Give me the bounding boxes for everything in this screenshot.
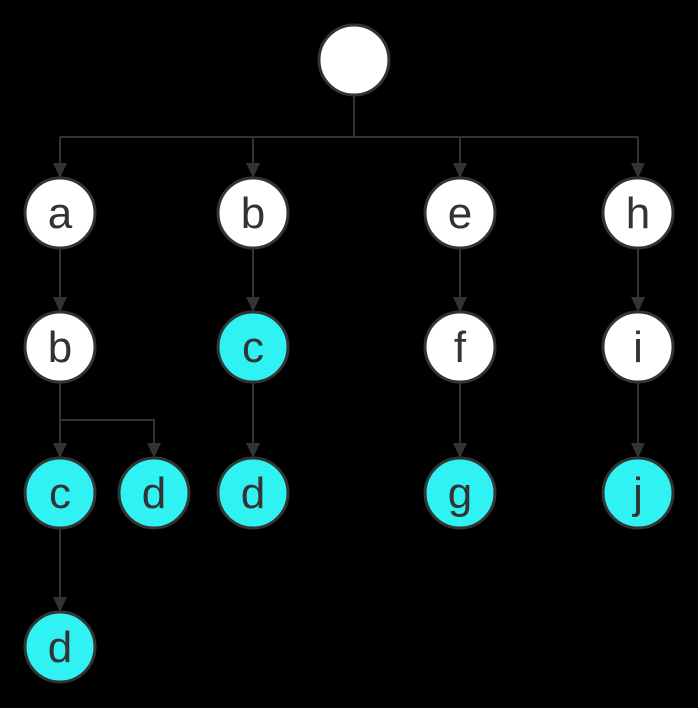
tree-node-d3: d <box>23 610 97 684</box>
node-circle-highlighted <box>216 310 290 384</box>
tree-node-root <box>317 23 391 97</box>
node-circle-highlighted <box>23 610 97 684</box>
arrowhead-h-i <box>631 297 645 312</box>
node-label: c <box>49 469 71 518</box>
arrowhead-e-f <box>453 297 467 312</box>
node-label: d <box>48 623 72 672</box>
node-circle <box>601 176 675 250</box>
node-label: f <box>454 323 467 372</box>
arrowhead-b2-d1 <box>147 443 161 458</box>
node-circle <box>317 23 391 97</box>
tree-node-d1: d <box>117 456 191 530</box>
tree-node-i: i <box>601 310 675 384</box>
node-circle-highlighted <box>216 456 290 530</box>
node-circle <box>216 176 290 250</box>
tree-node-e: e <box>423 176 497 250</box>
tree-nodes: a b e h b c f i c d d g j d <box>23 23 675 684</box>
tree-node-b2: b <box>23 310 97 384</box>
node-label: b <box>48 323 72 372</box>
tree-node-c1: c <box>216 310 290 384</box>
tree-node-b1: b <box>216 176 290 250</box>
node-circle <box>23 310 97 384</box>
node-label: d <box>142 469 166 518</box>
node-label: a <box>48 189 73 238</box>
node-label: i <box>633 323 643 372</box>
node-circle <box>601 310 675 384</box>
tree-node-g: g <box>423 456 497 530</box>
node-label: h <box>626 189 650 238</box>
tree-edges <box>53 95 645 612</box>
node-circle-highlighted <box>117 456 191 530</box>
node-circle <box>23 176 97 250</box>
arrowhead-c1-d2 <box>246 443 260 458</box>
node-label: j <box>631 469 643 518</box>
arrowhead-c2-d3 <box>53 597 67 612</box>
tree-node-h: h <box>601 176 675 250</box>
arrowhead-f-g <box>453 443 467 458</box>
node-label: b <box>241 189 265 238</box>
arrowhead-i-j <box>631 443 645 458</box>
arrowhead-b1-c1 <box>246 297 260 312</box>
arrowhead-root-a <box>53 163 67 178</box>
tree-node-c2: c <box>23 456 97 530</box>
tree-edge-b2-d1 <box>59 382 155 443</box>
tree-node-f: f <box>423 310 497 384</box>
arrowhead-a-b2 <box>53 297 67 312</box>
node-circle-highlighted <box>423 456 497 530</box>
node-circle <box>423 310 497 384</box>
node-circle-highlighted <box>23 456 97 530</box>
node-circle-highlighted <box>601 456 675 530</box>
arrowhead-root-e <box>453 163 467 178</box>
tree-node-a: a <box>23 176 97 250</box>
arrowhead-root-h <box>631 163 645 178</box>
node-label: d <box>241 469 265 518</box>
tree-node-j: j <box>601 456 675 530</box>
arrowhead-b2-c2 <box>53 443 67 458</box>
node-circle <box>423 176 497 250</box>
node-label: g <box>448 469 472 518</box>
arrowhead-root-b1 <box>246 163 260 178</box>
node-label: e <box>448 189 472 238</box>
node-label: c <box>242 323 264 372</box>
tree-node-d2: d <box>216 456 290 530</box>
